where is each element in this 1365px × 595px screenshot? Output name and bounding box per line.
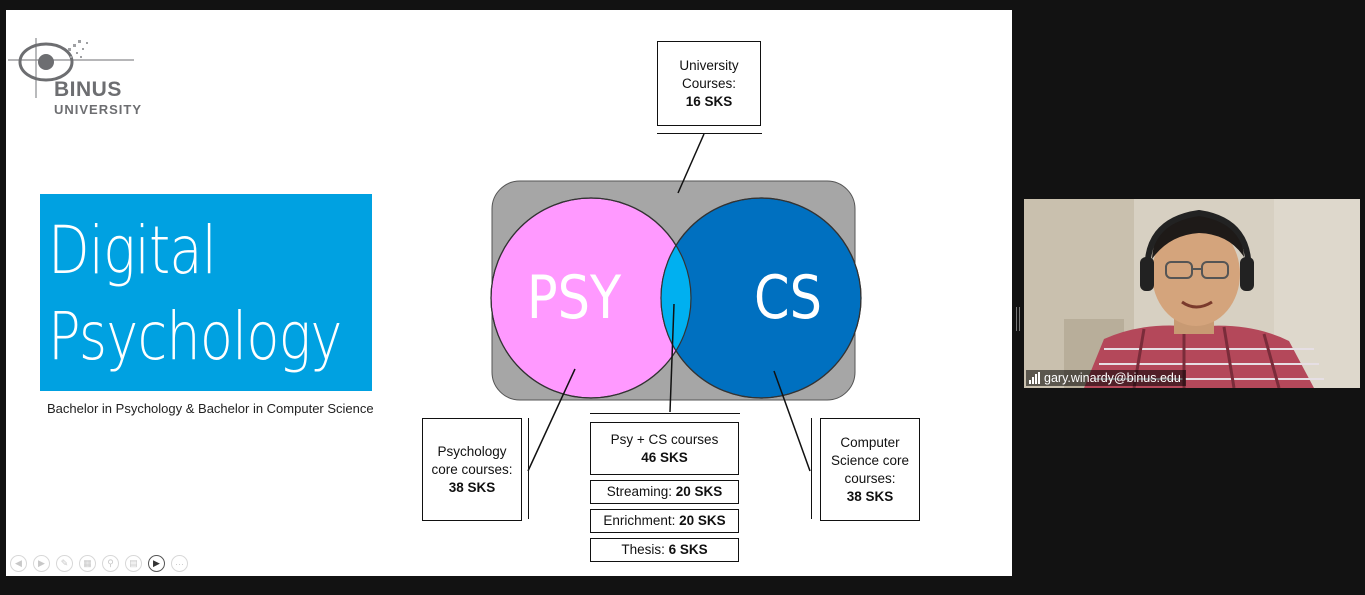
thesis-label: Thesis: (621, 542, 665, 557)
psychology-line1: Psychology (437, 443, 507, 459)
cs-sideline (811, 418, 812, 519)
logo-text-university: UNIVERSITY (54, 102, 143, 117)
psychology-core-box: Psychology core courses: 38 SKS (422, 418, 522, 521)
enrichment-box: Enrichment: 20 SKS (590, 509, 739, 533)
cs-line3: courses: (844, 470, 896, 486)
university-line1: University (679, 57, 739, 73)
psychology-line2: core courses: (431, 461, 513, 477)
psy-cs-courses-box: Psy + CS courses 46 SKS (590, 422, 739, 475)
cs-line1: Computer (840, 434, 900, 450)
slideshow-controls: ◀ ▶ ✎ ▦ ⚲ ▤ ▶ ··· (10, 555, 188, 573)
psychology-value: 38 SKS (448, 479, 496, 495)
streaming-box: Streaming: 20 SKS (590, 480, 739, 504)
video-icon[interactable]: ▶ (148, 555, 165, 572)
participant-video[interactable]: gary.winardy@binus.edu (1024, 199, 1360, 388)
venn-label-psy: PSY (527, 263, 622, 333)
enrichment-label: Enrichment: (603, 513, 676, 528)
enrichment-value: 20 SKS (679, 513, 726, 528)
slide-subtitle: Bachelor in Psychology & Bachelor in Com… (47, 401, 374, 416)
more-icon[interactable]: ··· (171, 555, 188, 572)
title-box: Digital Psychology (40, 194, 372, 391)
psychology-sideline (528, 418, 529, 519)
slide-title: Digital Psychology (48, 212, 342, 375)
pages-icon[interactable]: ▦ (79, 555, 96, 572)
venn-label-cs: CS (754, 263, 822, 333)
logo-text-binus: BINUS (54, 78, 122, 101)
venn-diagram: PSY CS (490, 133, 862, 472)
thesis-box: Thesis: 6 SKS (590, 538, 739, 562)
streaming-label: Streaming: (606, 484, 672, 499)
cs-core-box: Computer Science core courses: 38 SKS (820, 418, 920, 521)
next-icon[interactable]: ▶ (33, 555, 50, 572)
cs-value: 38 SKS (846, 488, 894, 504)
participant-avatar (1024, 199, 1360, 388)
university-line2: Courses: (681, 75, 737, 91)
university-courses-box: University Courses: 16 SKS (657, 41, 761, 126)
pen-icon[interactable]: ✎ (56, 555, 73, 572)
university-underline (657, 133, 762, 134)
streaming-value: 20 SKS (675, 484, 723, 499)
university-value: 16 SKS (685, 93, 733, 109)
binus-eye-icon (8, 38, 134, 98)
participant-name-tag: gary.winardy@binus.edu (1026, 370, 1186, 386)
panel-resize-handle[interactable] (1016, 307, 1020, 331)
participant-name: gary.winardy@binus.edu (1044, 371, 1181, 385)
binus-logo: BINUS UNIVERSITY (8, 18, 168, 118)
thesis-value: 6 SKS (668, 542, 708, 557)
presentation-slide: BINUS UNIVERSITY Digital Psychology Bach… (6, 10, 1012, 576)
subtitles-icon[interactable]: ▤ (125, 555, 142, 572)
cs-line2: Science core (830, 452, 910, 468)
combined-overline (590, 413, 740, 414)
signal-bars-icon (1029, 372, 1040, 384)
zoom-icon[interactable]: ⚲ (102, 555, 119, 572)
previous-icon[interactable]: ◀ (10, 555, 27, 572)
combined-line1: Psy + CS courses (610, 431, 719, 447)
combined-value: 46 SKS (641, 449, 688, 465)
